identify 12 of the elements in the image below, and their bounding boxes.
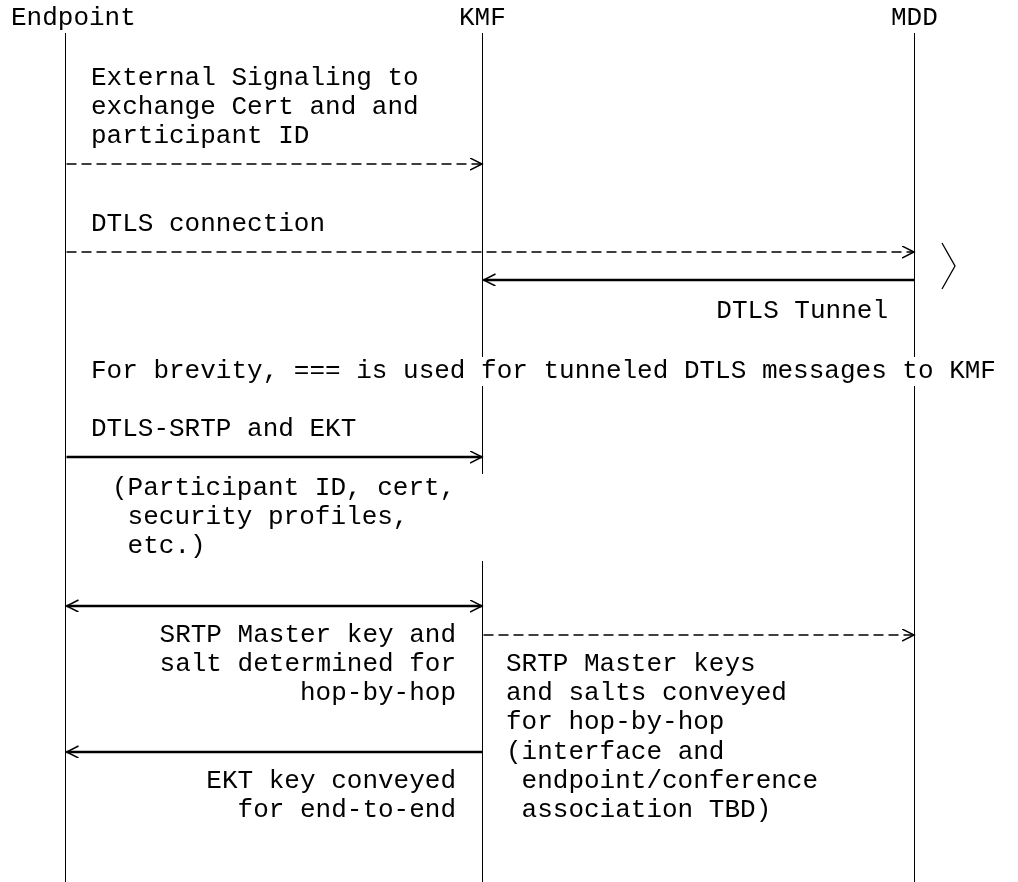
participant-label: MDD — [891, 4, 938, 33]
message-arrow — [65, 245, 915, 259]
message-arrow — [482, 273, 914, 287]
message-arrow — [65, 745, 482, 759]
message-arrow — [65, 157, 483, 171]
message-arrow — [65, 599, 483, 613]
participant-label: KMF — [459, 4, 506, 33]
participant-label: Endpoint — [11, 4, 136, 33]
message-arrow — [66, 450, 483, 464]
message-label: SRTP Master key and salt determined for hop-by-hop — [159, 620, 456, 708]
note-text: For brevity, === is used for tunneled DTLS messages to KMF — [91, 356, 996, 386]
message-arrow — [482, 628, 915, 642]
